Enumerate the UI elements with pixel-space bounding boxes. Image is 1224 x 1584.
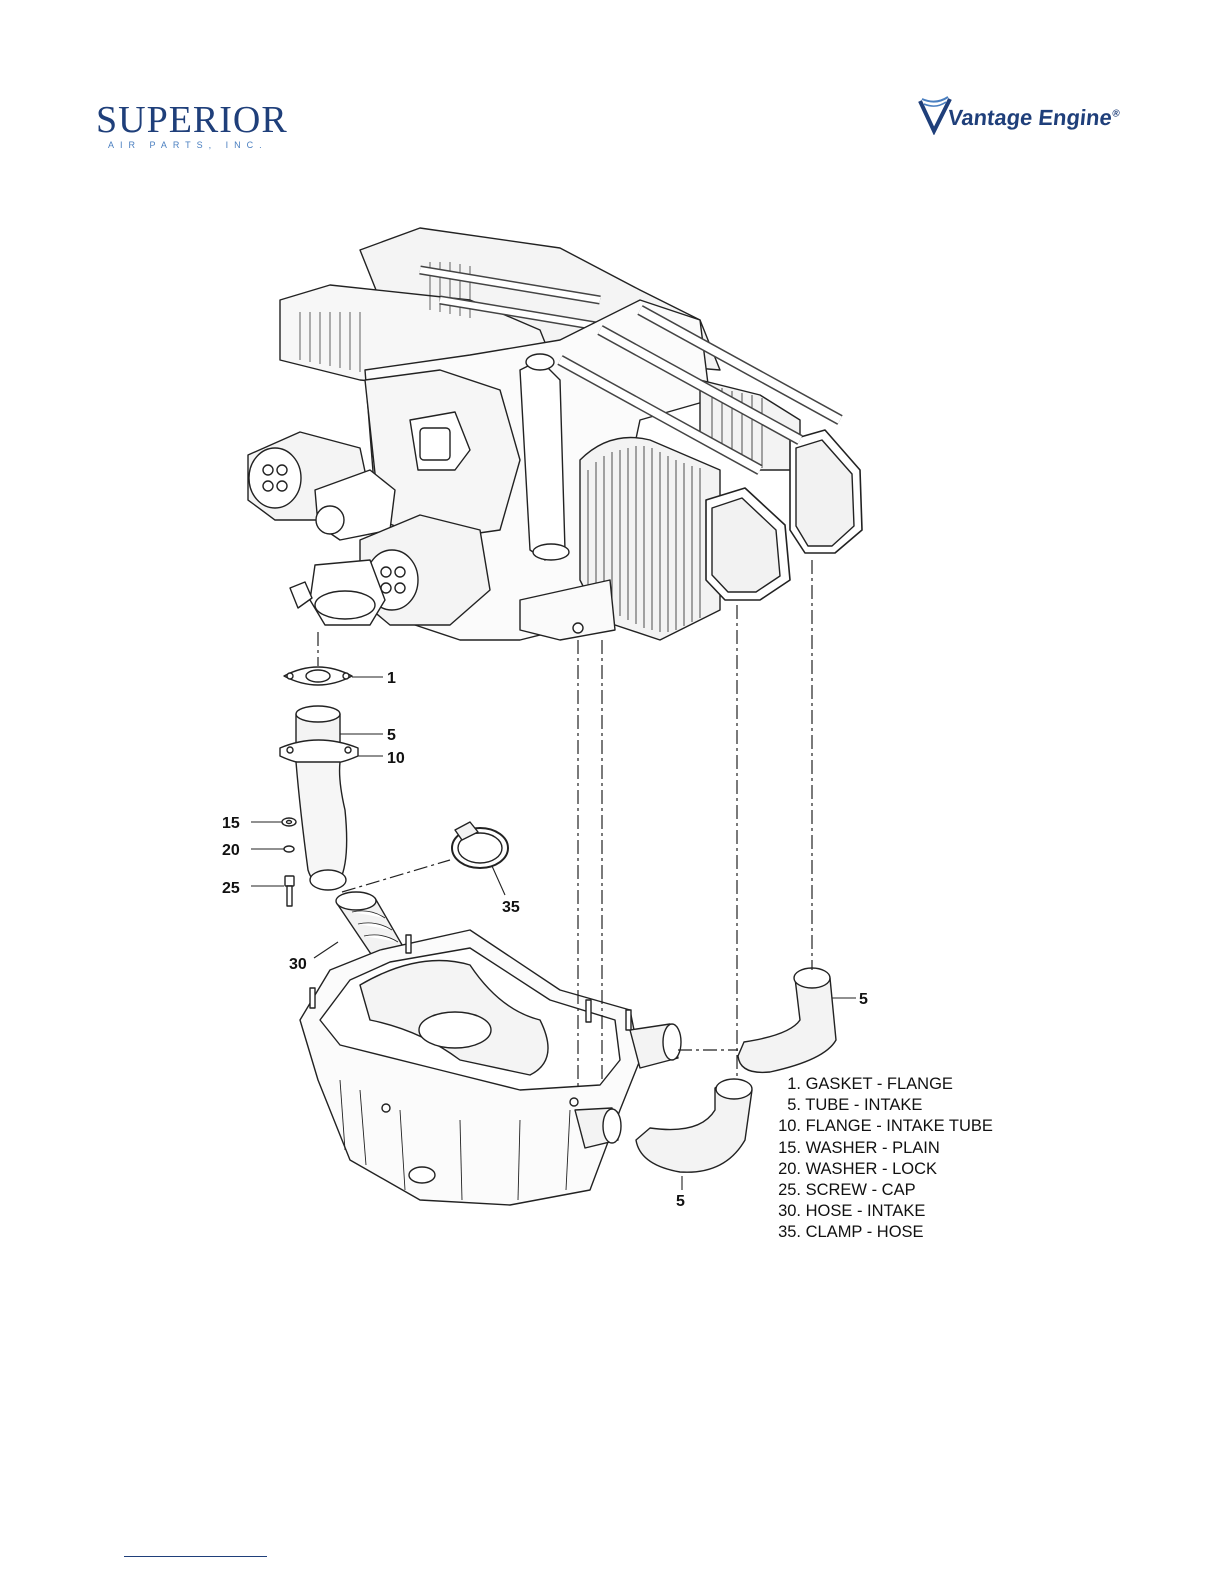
callout-5-top: 5 <box>387 727 396 744</box>
legend-number: 15. <box>773 1138 801 1159</box>
callout-5-bottom: 5 <box>676 1193 685 1210</box>
legend-row: 20. WASHER - LOCK <box>773 1159 1013 1180</box>
engine-assembly <box>248 228 862 640</box>
legend-label: TUBE - INTAKE <box>805 1096 922 1114</box>
legend-row: 5. TUBE - INTAKE <box>773 1095 1013 1116</box>
legend-row: 25. SCREW - CAP <box>773 1180 1013 1201</box>
legend-label: SCREW - CAP <box>806 1181 916 1199</box>
washer-lock <box>284 846 294 852</box>
callout-1: 1 <box>387 670 396 687</box>
legend-number: 25. <box>773 1180 801 1201</box>
callout-15: 15 <box>222 815 240 832</box>
parts-legend: 1. GASKET - FLANGE 5. TUBE - INTAKE 10. … <box>773 1074 1013 1244</box>
legend-label: GASKET - FLANGE <box>806 1075 953 1093</box>
legend-number: 10. <box>773 1116 801 1137</box>
footer-rule <box>124 1556 267 1557</box>
legend-row: 35. CLAMP - HOSE <box>773 1222 1013 1243</box>
callout-25: 25 <box>222 880 240 897</box>
intake-tube-bottom <box>636 1079 752 1172</box>
legend-label: FLANGE - INTAKE TUBE <box>806 1117 993 1135</box>
callout-35: 35 <box>502 899 520 916</box>
screw-cap <box>285 876 294 906</box>
legend-number: 30. <box>773 1201 801 1222</box>
legend-row: 30. HOSE - INTAKE <box>773 1201 1013 1222</box>
callout-20: 20 <box>222 842 240 859</box>
legend-number: 35. <box>773 1222 801 1243</box>
oil-sump <box>300 930 681 1205</box>
washer-plain <box>282 818 296 826</box>
intake-tube-flange <box>280 740 358 890</box>
legend-label: WASHER - PLAIN <box>806 1139 940 1157</box>
legend-row: 1. GASKET - FLANGE <box>773 1074 1013 1095</box>
legend-row: 15. WASHER - PLAIN <box>773 1138 1013 1159</box>
callout-30: 30 <box>289 956 307 973</box>
legend-label: WASHER - LOCK <box>806 1160 937 1178</box>
callout-5-right: 5 <box>859 991 868 1008</box>
legend-number: 1. <box>773 1074 801 1095</box>
legend-number: 5. <box>773 1095 801 1116</box>
callout-10: 10 <box>387 750 405 767</box>
legend-label: HOSE - INTAKE <box>806 1202 926 1220</box>
hose-clamp <box>452 822 508 868</box>
legend-label: CLAMP - HOSE <box>806 1223 924 1241</box>
intake-tube-right <box>738 968 836 1072</box>
legend-row: 10. FLANGE - INTAKE TUBE <box>773 1116 1013 1137</box>
legend-number: 20. <box>773 1159 801 1180</box>
gasket-flange <box>284 667 352 685</box>
